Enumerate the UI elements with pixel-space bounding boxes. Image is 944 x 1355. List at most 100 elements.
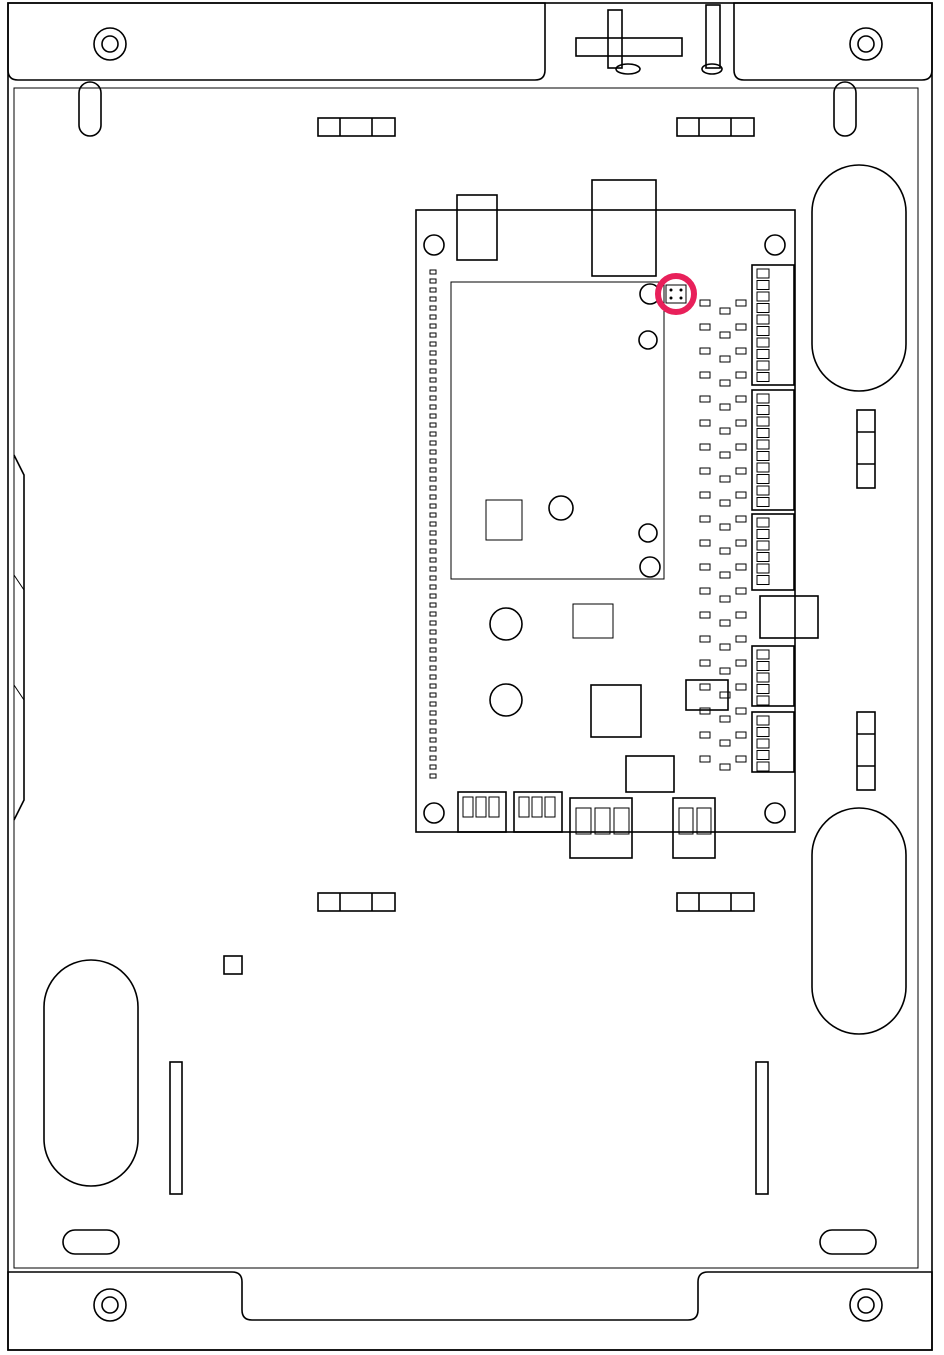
pcb-pad: [429, 701, 437, 707]
pcb-pad: [735, 539, 747, 547]
pcb-pad: [719, 307, 731, 315]
pcb-pad: [429, 440, 437, 446]
pcb-pad: [429, 719, 437, 725]
pcb-pad: [696, 807, 712, 835]
pcb-pad: [719, 475, 731, 483]
pcb-pad: [756, 684, 770, 694]
pcb-pad: [429, 359, 437, 365]
pcb-pad: [429, 449, 437, 455]
pcb-pad: [756, 695, 770, 706]
pcb-pad: [429, 647, 437, 653]
pcb-pad: [719, 355, 731, 363]
pcb-pad: [429, 287, 437, 293]
pcb-pad: [756, 761, 770, 772]
pcb-pad: [429, 683, 437, 689]
pcb-pad: [613, 807, 630, 835]
processor-module: [450, 281, 665, 580]
vent-tabs: [223, 117, 876, 975]
pcb-pad: [756, 462, 770, 473]
pcb-pad: [429, 728, 437, 734]
pcb-pad: [735, 683, 747, 691]
pcb-pad: [429, 278, 437, 284]
pcb-pad: [719, 451, 731, 459]
pcb-pad: [429, 494, 437, 500]
pcb-pad: [429, 422, 437, 428]
pcb-pad: [544, 796, 556, 818]
highlight-circle-icon: [655, 273, 697, 315]
pcb-pad: [756, 649, 770, 660]
pcb-pad: [699, 659, 711, 667]
pcb-pad: [429, 503, 437, 509]
pcb-pad: [719, 427, 731, 435]
side-rails: [13, 454, 769, 1195]
pcb-pad: [429, 638, 437, 644]
pcb-pad: [699, 539, 711, 547]
pcb-pad: [429, 485, 437, 491]
jumper-header: [665, 284, 687, 304]
pcb-pad: [699, 515, 711, 523]
pcb-pad: [756, 280, 770, 290]
pcb-pad: [429, 341, 437, 347]
pcb-pad: [429, 269, 437, 275]
pcb-pad: [756, 552, 770, 562]
pcb-pad: [735, 491, 747, 499]
bottom-flap: [7, 1271, 933, 1351]
pcb-pad: [699, 731, 711, 739]
pcb-pad: [429, 521, 437, 527]
pcb-pad: [699, 395, 711, 403]
pcb-pad: [735, 515, 747, 523]
pcb-pad: [756, 727, 770, 737]
pcb-pad: [735, 659, 747, 667]
pcb-pad: [735, 707, 747, 715]
pcb-pad: [735, 371, 747, 379]
pcb-pad: [429, 593, 437, 599]
connector-header: [456, 194, 498, 261]
pcb-pad: [699, 419, 711, 427]
pcb-pad: [699, 563, 711, 571]
pcb-pad: [756, 372, 770, 382]
pcb-pad: [756, 416, 770, 427]
pcb-pad: [756, 303, 770, 313]
pcb-pad: [735, 587, 747, 595]
pcb-pad: [429, 737, 437, 743]
pcb-pad: [719, 595, 731, 603]
pcb-pad: [531, 796, 543, 818]
pcb-pad: [429, 431, 437, 437]
pcb-pad: [756, 529, 770, 539]
pcb-pad: [699, 323, 711, 331]
pcb-pad: [429, 764, 437, 770]
pcb-pad: [699, 755, 711, 763]
power-regulator: [590, 684, 642, 738]
pcb-pad: [735, 395, 747, 403]
pcb-pad: [719, 763, 731, 771]
pcb-pad: [699, 467, 711, 475]
pcb-pad: [699, 299, 711, 307]
pcb-pad: [719, 523, 731, 531]
latch-hinge: [575, 4, 723, 75]
pcb-pad: [735, 635, 747, 643]
pcb-pad: [429, 611, 437, 617]
pcb-pad: [429, 746, 437, 752]
pcb-pad: [756, 517, 770, 528]
pcb-pad: [699, 635, 711, 643]
pcb-pad: [429, 548, 437, 554]
pcb-pad: [429, 386, 437, 392]
pcb-pad: [429, 629, 437, 635]
pcb-pad: [429, 539, 437, 545]
pcb-pad: [429, 305, 437, 311]
pcb-pad: [518, 796, 530, 818]
pcb-pad: [735, 299, 747, 307]
pcb-pad: [475, 796, 487, 818]
terminal-block-icon: [457, 264, 819, 859]
pcb-pad: [719, 643, 731, 651]
pcb-pad: [756, 661, 770, 671]
pcb-pad: [719, 571, 731, 579]
pcb-pad: [756, 738, 770, 749]
pcb-pad: [429, 584, 437, 590]
screw-hole-icon: [93, 27, 883, 1322]
pcb-pad: [756, 337, 770, 348]
pcb-pad: [429, 530, 437, 536]
pcb-pad: [735, 563, 747, 571]
pcb-pad: [735, 347, 747, 355]
